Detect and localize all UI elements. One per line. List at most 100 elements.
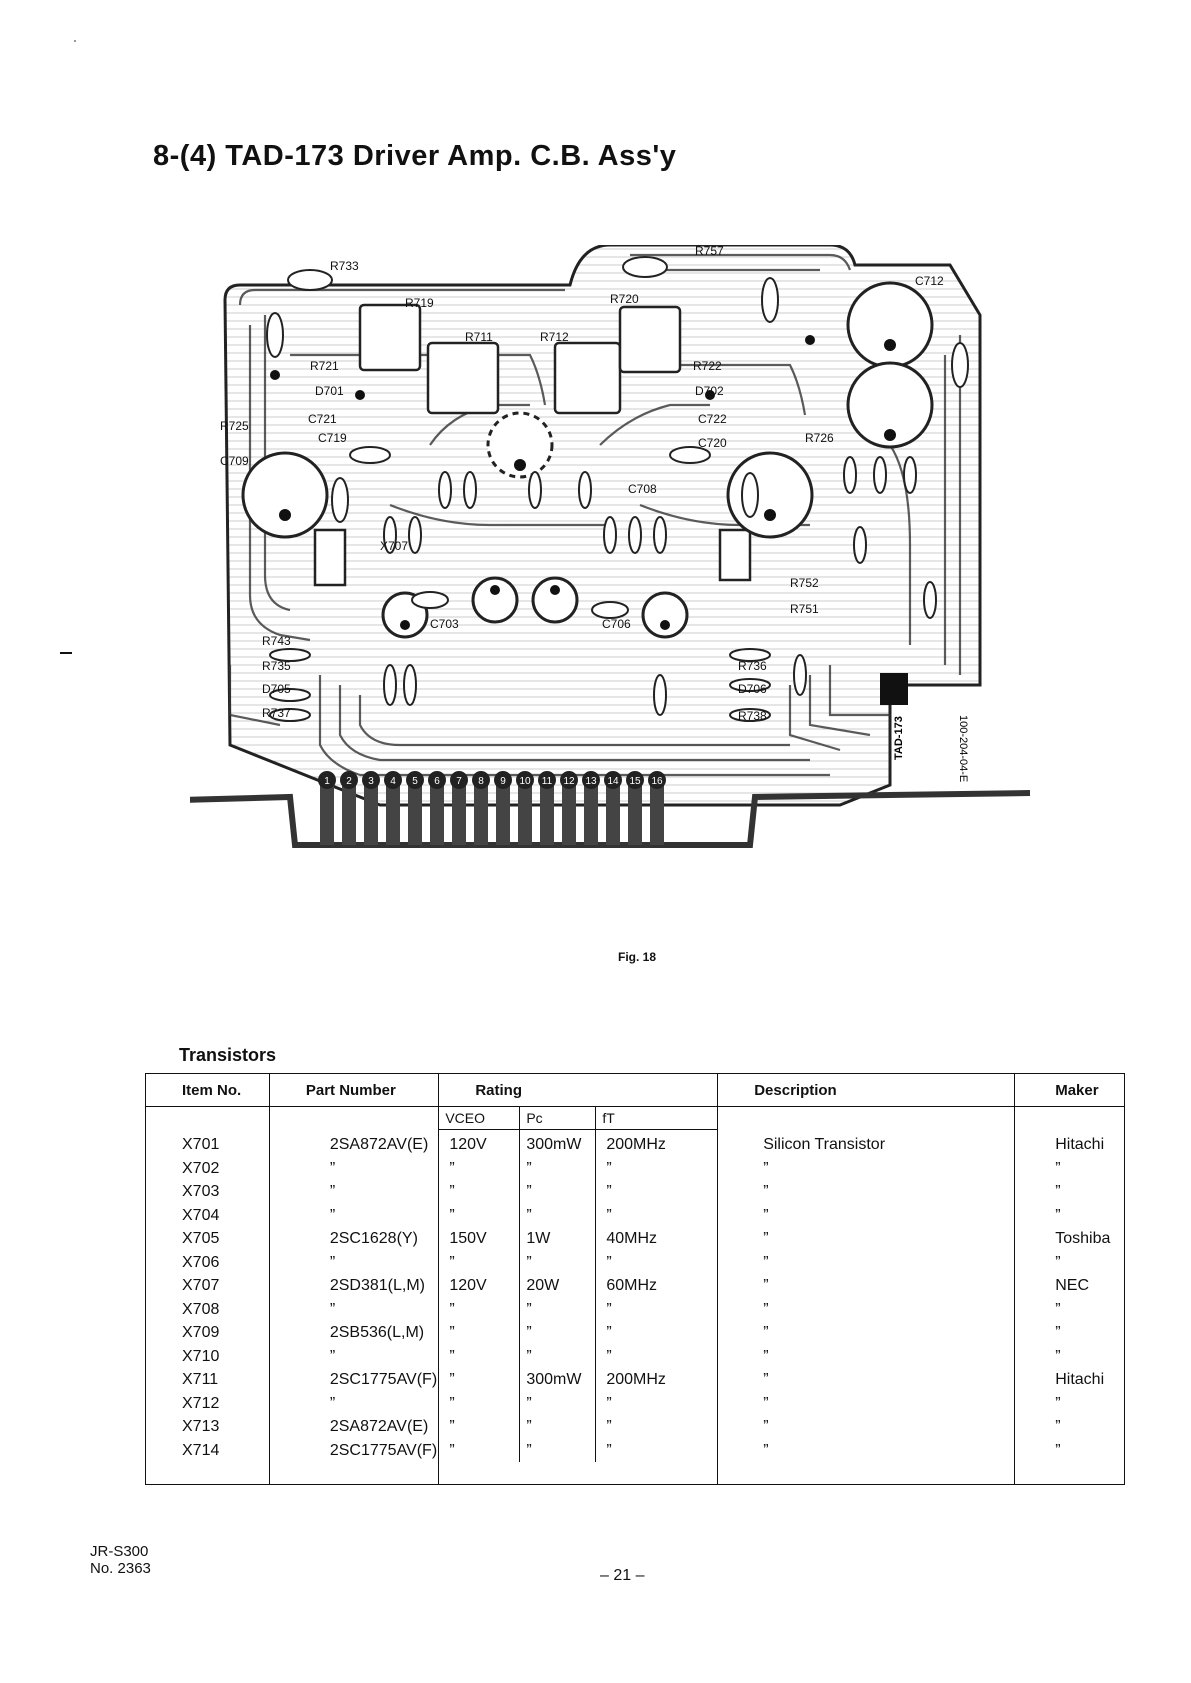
label-c719: C719 xyxy=(318,431,347,445)
table-cell: ” xyxy=(1055,1183,1061,1200)
column-maker: Hitachi”””Toshiba”NEC”””Hitachi””” xyxy=(1014,1106,1125,1485)
table-cell: ” xyxy=(1055,1206,1061,1224)
table-cell: 2SC1628(Y) xyxy=(329,1230,418,1247)
label-d702: D702 xyxy=(695,384,724,398)
table-cell: ” xyxy=(449,1347,455,1365)
svg-text:16: 16 xyxy=(651,776,663,787)
ft-list: 200MHz”””40MHz”60MHz”””200MHz””” xyxy=(596,1130,717,1462)
label-r726: R726 xyxy=(805,431,834,445)
table-cell: X712 xyxy=(182,1394,220,1412)
footer-model-info: JR-S300 No. 2363 xyxy=(90,1543,151,1577)
margin-mark xyxy=(60,652,72,654)
svg-text:14: 14 xyxy=(607,776,619,787)
label-d706: D706 xyxy=(738,682,767,696)
table-cell: ” xyxy=(329,1206,336,1224)
label-r735: R735 xyxy=(262,659,291,673)
board-code: 100-204-04-E xyxy=(957,715,969,782)
description-list: Silicon Transistor””””””””””””” xyxy=(763,1133,1014,1462)
table-cell: 120V xyxy=(449,1277,487,1294)
table-cell: X706 xyxy=(182,1253,220,1271)
table-cell: ” xyxy=(763,1300,769,1318)
table-cell: ” xyxy=(526,1253,532,1271)
table-cell: Silicon Transistor xyxy=(763,1136,886,1153)
table-cell: X709 xyxy=(182,1324,220,1341)
subheader-pc: Pc xyxy=(526,1110,543,1126)
table-cell: 2SB536(L,M) xyxy=(329,1324,425,1341)
electrolytic-capacitors xyxy=(241,281,934,639)
table-cell: ” xyxy=(606,1347,612,1365)
label-d705: D705 xyxy=(262,682,291,696)
column-rating: VCEO Pc fT 120V”””150V”120V””””””” 300mW… xyxy=(438,1106,719,1485)
table-cell: X707 xyxy=(182,1277,220,1294)
table-cell: ” xyxy=(763,1159,769,1177)
table-cell: ” xyxy=(1055,1300,1061,1318)
table-cell: 200MHz xyxy=(606,1136,666,1153)
label-c722: C722 xyxy=(698,412,727,426)
table-cell: ” xyxy=(526,1206,532,1224)
table-cell: X708 xyxy=(182,1300,220,1318)
table-cell: 120V xyxy=(449,1136,487,1153)
label-r721: R721 xyxy=(310,359,339,373)
table-cell: X704 xyxy=(182,1206,220,1224)
circuit-board-diagram: R733 R719 R711 R712 R720 R757 C712 R721 … xyxy=(190,245,1031,848)
table-cell: ” xyxy=(763,1324,769,1341)
table-cell: ” xyxy=(606,1418,612,1435)
footer-number: No. 2363 xyxy=(90,1560,151,1577)
table-cell: ” xyxy=(763,1394,769,1412)
svg-text:15: 15 xyxy=(629,776,641,787)
maker-list: Hitachi”””Toshiba”NEC”””Hitachi””” xyxy=(1055,1133,1118,1462)
label-c720: C720 xyxy=(698,436,727,450)
table-cell: ” xyxy=(606,1206,612,1224)
label-r737: R737 xyxy=(262,706,291,720)
small-components xyxy=(266,256,969,722)
table-cell: ” xyxy=(329,1183,336,1200)
table-cell: ” xyxy=(329,1253,336,1271)
table-cell: ” xyxy=(329,1347,336,1365)
pc-list: 300mW”””1W”20W”””300mW””” xyxy=(520,1130,597,1462)
label-r743: R743 xyxy=(262,634,291,648)
table-cell: X702 xyxy=(182,1159,220,1177)
table-cell: ” xyxy=(606,1394,612,1412)
table-title: Transistors xyxy=(179,1045,277,1065)
table-cell: 2SC1775AV(F) xyxy=(329,1441,438,1459)
table-cell: ” xyxy=(449,1183,455,1200)
label-r736: R736 xyxy=(738,659,767,673)
label-r722: R722 xyxy=(693,359,722,373)
label-x707: X707 xyxy=(380,539,408,553)
table-cell: ” xyxy=(763,1441,769,1459)
table-cell: ” xyxy=(763,1206,769,1224)
label-c703: C703 xyxy=(430,617,459,631)
page-title: 8-(4) TAD-173 Driver Amp. C.B. Ass'y xyxy=(153,140,677,172)
table-cell: ” xyxy=(763,1347,769,1365)
table-cell: ” xyxy=(763,1253,769,1271)
table-cell: Hitachi xyxy=(1055,1136,1105,1153)
table-cell: 20W xyxy=(526,1277,560,1294)
table-cell: ” xyxy=(526,1441,532,1459)
svg-text:12: 12 xyxy=(563,776,575,787)
table-cell: ” xyxy=(449,1206,455,1224)
pin-number-labels: 1 2 3 4 5 6 7 8 9 10 11 12 13 14 15 16 xyxy=(318,771,666,789)
figure-caption: Fig. 18 xyxy=(618,950,657,964)
svg-text:6: 6 xyxy=(434,776,440,787)
table-cell: ” xyxy=(606,1324,612,1341)
footer-model: JR-S300 xyxy=(90,1543,149,1560)
table-cell: X714 xyxy=(182,1441,220,1459)
svg-text:1: 1 xyxy=(324,776,330,787)
table-cell: ” xyxy=(329,1394,336,1412)
svg-text:13: 13 xyxy=(585,776,597,787)
svg-text:9: 9 xyxy=(500,776,506,787)
table-cell: 2SA872AV(E) xyxy=(329,1136,429,1153)
label-d701: D701 xyxy=(315,384,344,398)
svg-text:3: 3 xyxy=(368,776,374,787)
label-c709: C709 xyxy=(220,454,249,468)
table-cell: 1W xyxy=(526,1230,551,1247)
label-r725: R725 xyxy=(220,419,249,433)
table-cell: ” xyxy=(449,1394,455,1412)
label-r738: R738 xyxy=(738,709,767,723)
table-cell: ” xyxy=(526,1300,532,1318)
table-cell: ” xyxy=(329,1159,336,1177)
label-r752: R752 xyxy=(790,576,819,590)
table-cell: 300mW xyxy=(526,1136,582,1153)
header-item-no: Item No. xyxy=(145,1073,270,1107)
